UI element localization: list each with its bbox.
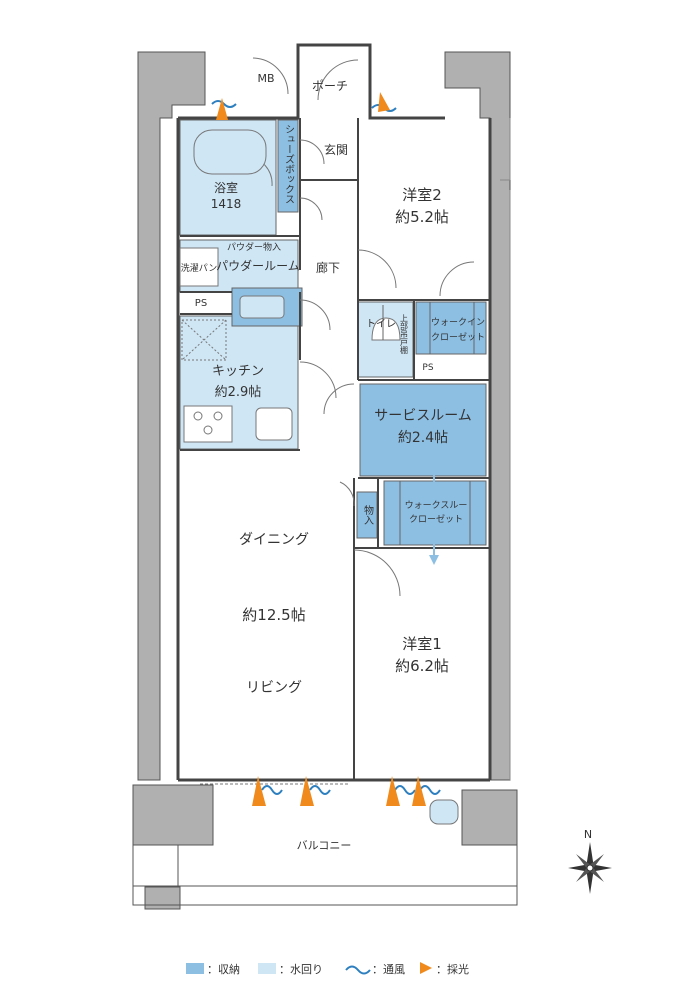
legend-storage-label: ：収納 <box>207 963 240 976</box>
powder-vanity <box>239 295 285 319</box>
north-label: N <box>584 828 592 841</box>
bathtub <box>193 129 267 175</box>
wind-wave-icon <box>211 100 237 108</box>
ps-left-label: PS <box>195 298 207 309</box>
structure <box>132 51 518 910</box>
storage-small-label: 物入 <box>362 504 374 525</box>
entrance-label: 玄関 <box>324 142 348 157</box>
porch-label: ポーチ <box>312 79 348 93</box>
light-arrow-icon <box>216 98 228 120</box>
walkin-closet-label-1: ウォークイン <box>431 317 485 328</box>
walkin-closet-area <box>415 301 487 355</box>
unit-outline <box>176 43 492 782</box>
interior-walls <box>180 118 490 780</box>
balcony-column-left <box>144 886 181 910</box>
wind-wave-icon <box>419 785 441 795</box>
dining-label: ダイニング <box>239 532 309 548</box>
upper-cabinet-label: 上部吊戸棚 <box>400 314 409 355</box>
walkthrough-closet-label-1: ウォークスルー <box>405 500 468 511</box>
western2-label: 洋室2 <box>402 186 442 204</box>
bath-size-label: 1418 <box>211 197 242 211</box>
fridge-space <box>181 319 227 361</box>
closet-details <box>382 302 475 545</box>
living-size-label: 約12.5帖 <box>242 606 305 624</box>
light-markers <box>216 92 426 806</box>
storage-swatch <box>186 963 204 974</box>
western2-size-label: 約5.2帖 <box>395 208 449 226</box>
balcony-label: バルコニー <box>297 839 352 852</box>
western1-size-label: 約6.2帖 <box>395 657 449 675</box>
ps-right-label: PS <box>422 363 433 373</box>
shoe-box-label: シューズボックス <box>283 124 295 204</box>
legend-light-label: ：採光 <box>436 962 469 976</box>
walkin-closet-label-2: クローゼット <box>431 331 485 343</box>
ac-outdoor-unit <box>429 799 459 825</box>
stovetop <box>183 405 233 443</box>
balcony-area <box>132 845 518 906</box>
light-arrow-icon <box>420 962 432 974</box>
western1-label: 洋室1 <box>402 635 442 653</box>
kitchen-sink <box>255 407 293 441</box>
service-room-size-label: 約2.4帖 <box>398 430 448 446</box>
living-label: リビング <box>246 680 302 696</box>
legend: ：収納 ：水回り ：通風 ：採光 <box>186 962 469 976</box>
kitchen-label: キッチン <box>212 364 264 379</box>
light-arrow-icon <box>252 776 266 806</box>
light-arrow-icon <box>300 776 314 806</box>
toilet-label: トイレ <box>366 319 396 330</box>
column-top-left <box>137 51 206 781</box>
compass-rose: N <box>568 828 612 894</box>
wind-wave-icon <box>394 785 416 795</box>
wet-area-swatch <box>258 963 276 974</box>
washing-pan <box>179 247 219 287</box>
service-room-label: サービスルーム <box>374 408 472 424</box>
kitchen-size-label: 約2.9帖 <box>215 385 262 400</box>
bath-label: 浴室 <box>214 180 238 195</box>
legend-wind-label: ：通風 <box>372 963 405 976</box>
light-arrow-icon <box>378 92 390 112</box>
right-thin-wall <box>500 118 511 780</box>
light-arrow-icon <box>386 776 400 806</box>
wind-wave-icon <box>261 785 283 795</box>
wind-wave-icon <box>345 965 371 975</box>
fixtures <box>179 129 459 825</box>
powder-room-label: パウダールーム <box>216 258 300 273</box>
column-bottom-right <box>461 789 518 846</box>
service-room-area <box>359 383 487 477</box>
column-bottom-left <box>132 784 214 846</box>
mb-label: MB <box>257 72 274 85</box>
hallway-label: 廊下 <box>316 260 340 275</box>
legend-wet-label: ：水回り <box>279 963 323 976</box>
laundry-pan-label: 洗濯パン <box>181 262 217 274</box>
toilet-bowl <box>371 317 401 341</box>
wind-wave-icon <box>309 785 331 795</box>
room-labels: MB ポーチ 玄関 浴室 1418 パウダー物入 洗濯パン パウダールーム PS… <box>181 72 485 852</box>
walkthrough-closet-label-2: クローゼット <box>409 513 463 525</box>
door-swings <box>200 57 475 785</box>
powder-storage-label: パウダー物入 <box>227 241 281 253</box>
light-arrow-icon <box>412 776 426 806</box>
shoe-box-area <box>277 119 299 213</box>
